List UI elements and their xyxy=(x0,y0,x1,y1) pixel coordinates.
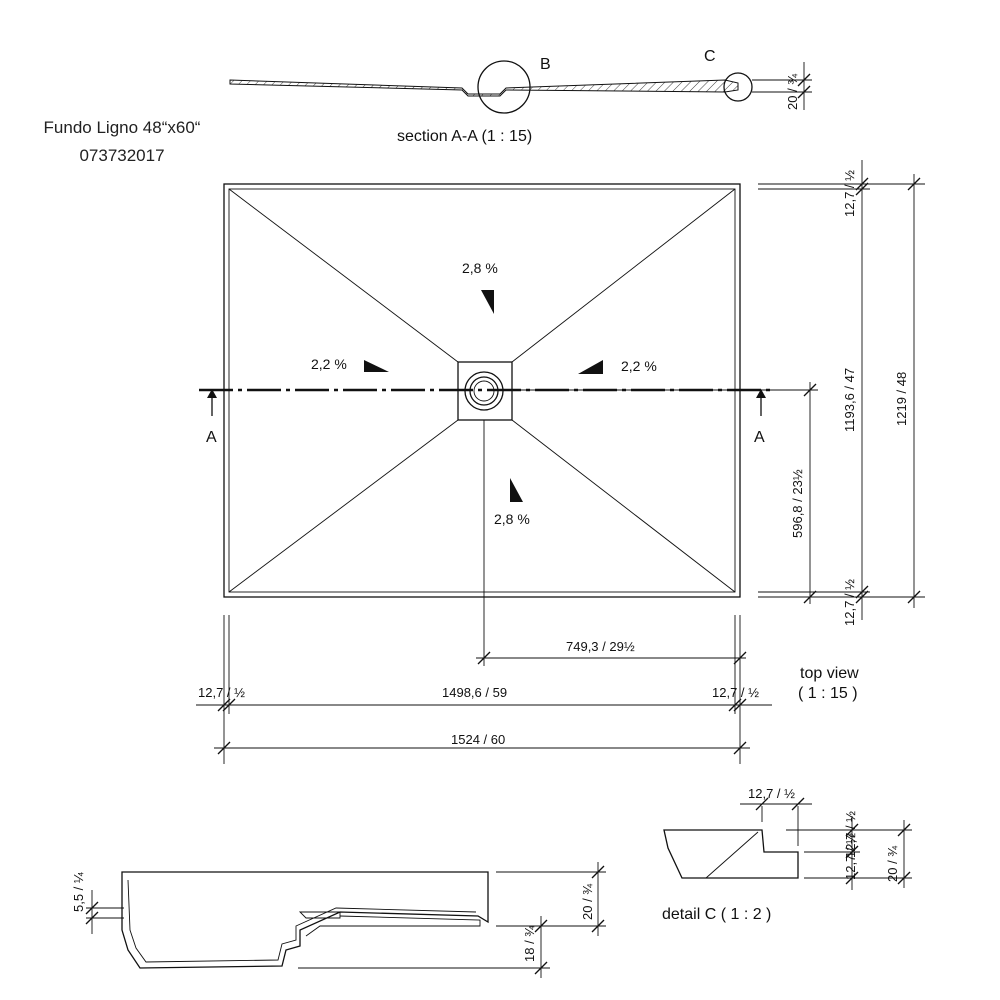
dim-total-height: 1219 / 48 xyxy=(894,372,909,426)
dim-tick xyxy=(85,911,99,925)
dim-drain-vertical: 596,8 / 23½ xyxy=(790,469,805,538)
dim-border-right: 12,7 / ½ xyxy=(712,685,759,700)
dim-tick xyxy=(222,698,236,712)
section-aa: B C 20 / ¾ section A-A (1 : 15) xyxy=(229,48,812,145)
top-view: A A 2,8 % 2,2 % 2,2 % 2,8 % 12,7 / ½ 119… xyxy=(196,160,925,764)
dim-tick xyxy=(855,182,869,196)
section-marker-right: A xyxy=(754,429,765,446)
dim-tick xyxy=(217,741,231,755)
section-profile xyxy=(229,79,739,97)
dim-drain-horizontal: 749,3 / 29½ xyxy=(566,639,635,654)
dim-border-left: 12,7 / ½ xyxy=(198,685,245,700)
callout-circle-c xyxy=(723,72,753,102)
dim-tick xyxy=(845,845,859,859)
dim-tick xyxy=(803,383,817,397)
dim-tick xyxy=(733,698,747,712)
valley-line xyxy=(228,419,459,593)
slope-bottom: 2,8 % xyxy=(494,511,530,527)
product-code: 073732017 xyxy=(79,146,165,165)
slope-top: 2,8 % xyxy=(462,260,498,276)
dim-tick xyxy=(845,823,859,837)
slope-left: 2,2 % xyxy=(311,356,347,372)
callout-circle-b xyxy=(477,60,531,114)
detail-b-dim-thickness: 20 / ¾ xyxy=(580,884,595,920)
dim-tick xyxy=(855,177,869,191)
slope-arrow-icon xyxy=(364,360,389,372)
title-block: Fundo Ligno 48“x60“ 073732017 xyxy=(22,114,222,170)
detail-b: 5,5 / ¼ 20 / ¾ 18 / ¾ xyxy=(71,862,606,978)
dim-tick xyxy=(477,651,491,665)
detail-c-dim-step-height: 12,7 / ½ xyxy=(843,811,858,858)
dim-tick xyxy=(85,901,99,915)
section-marker-left: A xyxy=(206,429,217,446)
valley-line xyxy=(511,419,736,593)
detail-c-profile xyxy=(663,829,799,879)
dim-tick xyxy=(897,823,911,837)
dim-total-width: 1524 / 60 xyxy=(451,732,505,747)
dim-tick xyxy=(791,797,805,811)
section-thickness-dim: 20 / ¾ xyxy=(785,74,800,110)
dim-tick xyxy=(733,741,747,755)
dim-tick xyxy=(855,590,869,604)
detail-c-dim-thickness: 20 / ¾ xyxy=(885,846,900,882)
dim-tick xyxy=(534,919,548,933)
slope-right: 2,2 % xyxy=(621,358,657,374)
arrowhead-icon xyxy=(207,389,217,398)
dim-tick xyxy=(797,85,811,99)
detail-b-profile xyxy=(121,871,489,969)
arrowhead-icon xyxy=(756,389,766,398)
dim-inner-width: 1498,6 / 59 xyxy=(442,685,507,700)
dim-tick xyxy=(733,651,747,665)
dim-tick xyxy=(897,871,911,885)
detail-b-drain-flange xyxy=(298,911,341,919)
dim-tick xyxy=(907,177,921,191)
detail-b-dim-drain: 18 / ¾ xyxy=(522,926,537,962)
dim-tick xyxy=(728,698,742,712)
detail-c: 12,7 / ½ 12,7 / ½ 12,7 / ½ 20 / ¾ detail… xyxy=(662,786,912,923)
dim-tick xyxy=(591,919,605,933)
slope-arrow-icon xyxy=(481,290,494,314)
detail-c-label: detail C ( 1 : 2 ) xyxy=(662,906,771,923)
valley-line xyxy=(511,188,736,363)
valley-line xyxy=(228,188,459,363)
detail-c-dim-lower: 12,7 / ½ xyxy=(843,833,858,880)
dim-tick xyxy=(591,865,605,879)
dim-tick xyxy=(534,961,548,975)
detail-b-inner-profile xyxy=(127,879,477,963)
callout-b-label: B xyxy=(540,56,551,73)
dim-tick xyxy=(845,871,859,885)
detail-b-drain-body xyxy=(305,915,481,937)
detail-b-dim-top: 5,5 / ¼ xyxy=(71,872,86,912)
detail-c-chamfer-line xyxy=(705,831,759,879)
slope-arrow-icon xyxy=(578,360,603,374)
detail-c-dim-step-width: 12,7 / ½ xyxy=(748,786,795,801)
dim-tick xyxy=(755,797,769,811)
slope-arrow-icon xyxy=(510,478,523,502)
dim-border-top: 12,7 / ½ xyxy=(842,170,857,217)
top-view-label: top view xyxy=(800,665,859,682)
dim-tick xyxy=(855,585,869,599)
section-aa-label: section A-A (1 : 15) xyxy=(397,128,532,145)
dim-border-bottom: 12,7 / ½ xyxy=(842,579,857,626)
dim-tick xyxy=(907,590,921,604)
dim-tick xyxy=(797,73,811,87)
dim-tick xyxy=(217,698,231,712)
top-view-scale: ( 1 : 15 ) xyxy=(798,685,858,702)
callout-c-label: C xyxy=(704,48,716,65)
dim-tick xyxy=(803,590,817,604)
product-name: Fundo Ligno 48“x60“ xyxy=(43,118,201,137)
dim-inner-height: 1193,6 / 47 xyxy=(842,368,857,432)
